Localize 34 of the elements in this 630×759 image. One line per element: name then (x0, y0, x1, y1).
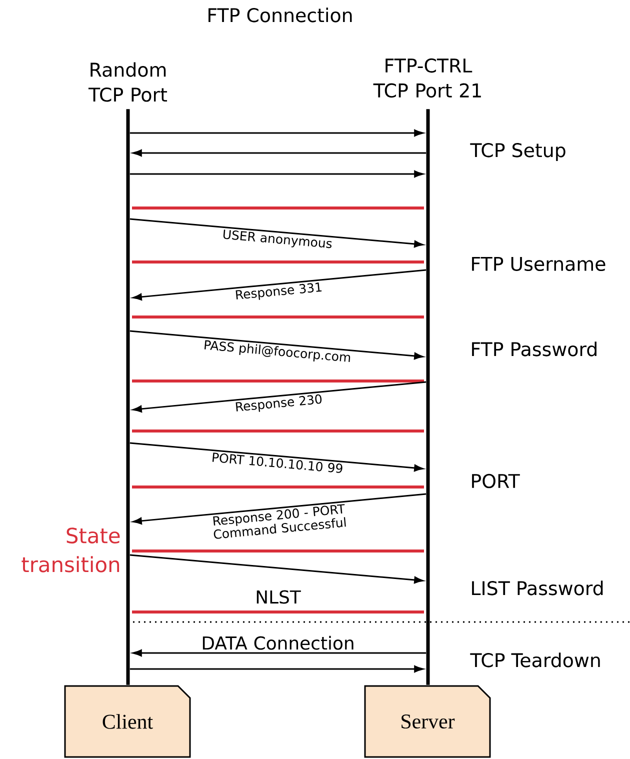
arrow (130, 218, 424, 248)
arrow (130, 442, 424, 472)
phase-label: TCP Setup (470, 143, 566, 161)
arrow (130, 330, 424, 360)
lifeline (426, 109, 430, 685)
phase-label: FTP Password (472, 342, 596, 356)
edge-label: Response 331 (236, 282, 322, 300)
port-label: FTP-CTRL TCP Port 21 (373, 58, 481, 98)
phase-label: LIST Password (472, 580, 603, 596)
server-box: Server (364, 685, 491, 758)
client-box: Client (64, 685, 191, 758)
edge-label: PASS phil@foocorp.com (204, 340, 350, 362)
edge-label: Response 230 (236, 394, 322, 412)
title: FTP Connection (208, 8, 352, 22)
edge-label: USER anonymous (223, 230, 332, 248)
state-transition-label: State transition (22, 528, 120, 572)
arrow (130, 170, 424, 178)
arrow (132, 649, 426, 656)
phase-label: PORT (472, 474, 520, 488)
phase-label: TCP Teardown (470, 652, 600, 668)
edge-label: Response 200 - PORT Command Successful (213, 504, 346, 539)
arrow (132, 150, 426, 156)
arrow (132, 493, 426, 524)
arrow (130, 554, 424, 584)
port-label: Random TCP Port (88, 62, 168, 102)
edge-label: PORT 10.10.10.10 99 (212, 452, 342, 473)
edge-label: DATA Connection (202, 636, 354, 650)
arrow (130, 665, 424, 672)
edge-label: NLST (256, 590, 301, 604)
phase-label: FTP Username (472, 256, 606, 272)
arrow (132, 269, 426, 300)
lifeline (126, 109, 130, 685)
arrow (130, 130, 424, 136)
arrow (132, 381, 426, 412)
